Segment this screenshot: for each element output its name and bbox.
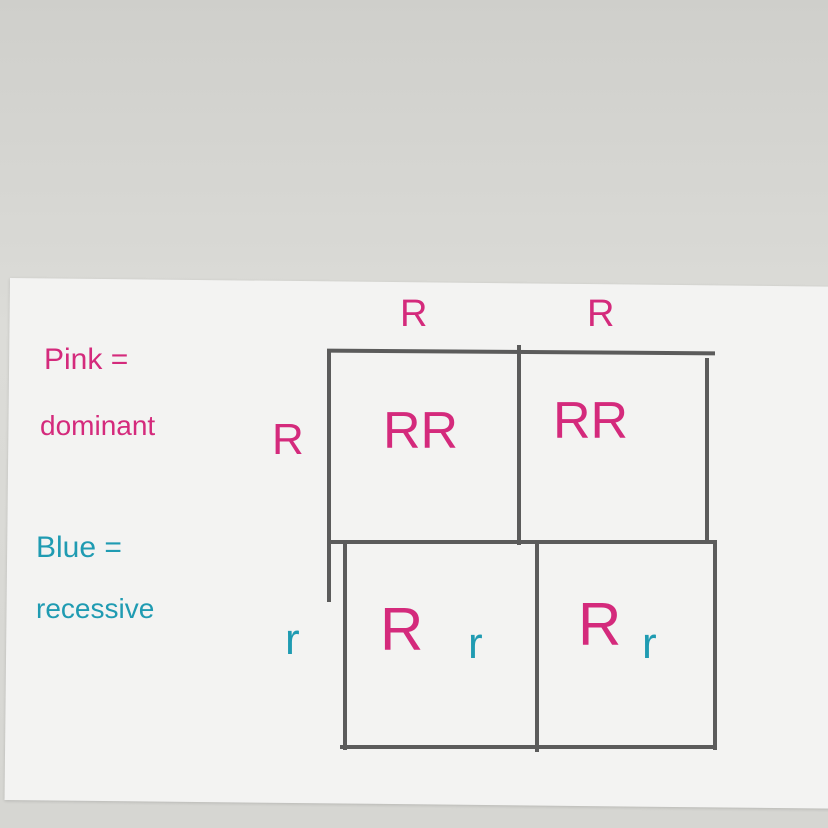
cell-2-genotype: RR	[553, 392, 629, 450]
legend-pink-meaning: dominant	[40, 410, 156, 441]
cell-1-genotype: RR	[383, 402, 459, 460]
cell-3-dominant: R	[380, 596, 424, 663]
legend-blue-label: Blue =	[36, 531, 122, 564]
left-allele-2: r	[285, 615, 300, 664]
cell-4-dominant: R	[578, 591, 622, 658]
cell-3-recessive: r	[468, 619, 483, 668]
top-allele-2: R	[587, 293, 615, 335]
legend-pink-label: Pink =	[44, 343, 129, 376]
legend-blue-meaning: recessive	[36, 593, 155, 624]
left-allele-1: R	[272, 415, 304, 464]
cell-4-recessive: r	[642, 619, 657, 668]
top-allele-1: R	[400, 293, 428, 335]
